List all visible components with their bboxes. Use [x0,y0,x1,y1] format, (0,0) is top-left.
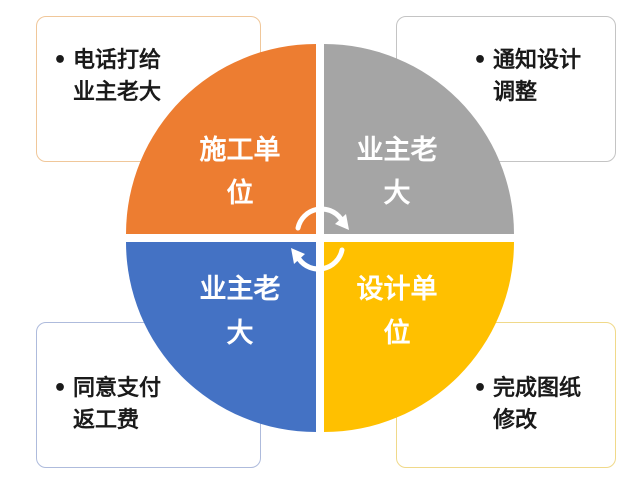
note-line: 修改 [493,407,538,433]
note-line: 通知设计 [493,48,582,73]
quadrant-label: 大 [227,318,254,349]
quadrant-top-right [324,44,514,234]
bullet-icon: • [53,48,68,73]
bullet-icon: • [473,48,488,73]
note-text: 同意支付 返工费 [73,373,161,437]
note-text: 通知设计 调整 [493,45,581,109]
quadrant-label: 设计单 [357,274,438,305]
note-line: 完成图纸 [493,376,582,401]
quadrant-bottom-right [324,242,514,432]
note-line: 电话打给 [73,48,162,73]
bullet-icon: • [53,376,68,401]
note-line: 调整 [493,79,538,105]
quadrant-bottom-left [126,242,316,432]
circular-arrows-icon [291,206,349,272]
note-text: 电话打给 业主老大 [73,45,161,109]
bullet-icon: • [473,376,488,401]
quadrant-label: 位 [227,177,254,209]
quadrant-label: 施工单 [200,135,281,166]
quadrant-label: 业主老 [357,135,438,166]
quadrant-label: 大 [384,178,411,209]
note-line: 同意支付 [73,376,162,401]
quadrant-top-left [126,44,316,234]
quadrant-label: 业主老 [200,274,281,305]
note-line: 业主老大 [73,79,162,105]
note-text: 完成图纸 修改 [493,373,581,437]
note-line: 返工费 [73,407,140,433]
quadrant-label: 位 [384,317,411,349]
